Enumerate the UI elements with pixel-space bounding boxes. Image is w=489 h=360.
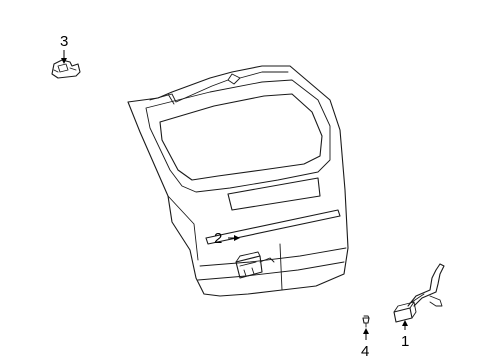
callout-number-4: 4 (361, 343, 369, 360)
callout-1: 1 (401, 320, 409, 350)
callout-number-2: 2 (214, 230, 222, 247)
clip-part-4 (362, 315, 370, 328)
callout-number-1: 1 (401, 333, 409, 350)
callout-3: 3 (60, 33, 68, 64)
liftgate-latch (235, 251, 275, 279)
license-plate-recess (227, 177, 321, 211)
liftgate-spoiler (149, 71, 289, 103)
callout-2: 2 (214, 230, 240, 247)
rear-window-glass (159, 93, 323, 181)
lower-trim-strip (205, 209, 341, 245)
callout-4: 4 (361, 328, 369, 360)
callout-number-3: 3 (60, 33, 68, 50)
harness-part-1 (393, 263, 445, 323)
liftgate-outer-panel (127, 65, 349, 297)
liftgate-inner-frame (145, 79, 331, 193)
bracket-part-3 (51, 59, 81, 79)
liftgate-assembly (127, 65, 349, 297)
